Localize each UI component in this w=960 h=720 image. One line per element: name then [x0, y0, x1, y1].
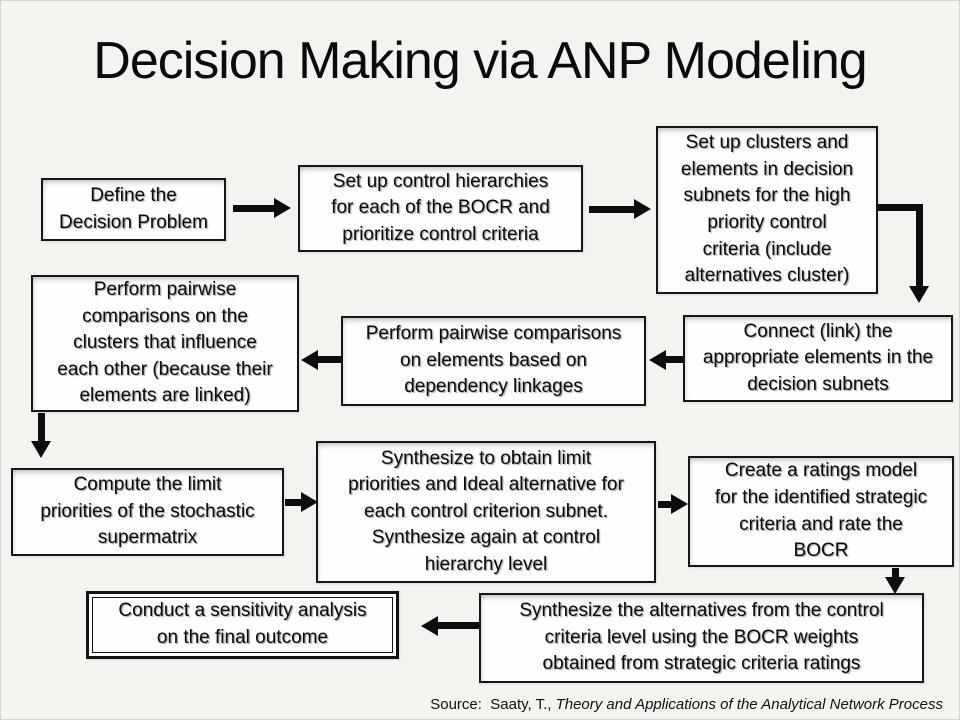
arrow-pairwise-clusters-to-compute-shaft	[38, 413, 45, 443]
arrow-hierarchies-to-clusters-head	[634, 199, 651, 219]
arrow-alternatives-to-sensitivity-shaft	[436, 622, 479, 629]
arrow-clusters-to-connect-head	[909, 286, 929, 303]
source-book-title: Theory and Applications of the Analytica…	[555, 696, 943, 713]
step-setup-clusters: Set up clusters and elements in decision…	[656, 126, 878, 294]
arrow-pairwise-elements-to-clusters-shaft	[317, 356, 341, 363]
source-citation: Source: Saaty, T., Theory and Applicatio…	[430, 696, 943, 713]
step-setup-control-hierarchies: Set up control hierarchies for each of t…	[298, 165, 583, 252]
step-compute-limit-priorities: Compute the limit priorities of the stoc…	[11, 468, 284, 556]
arrow-pairwise-elements-to-clusters-head	[301, 350, 318, 370]
arrow-synthesize-to-ratings-shaft	[658, 501, 673, 508]
arrow-connect-to-pairwise-elements-shaft	[664, 356, 683, 363]
arrow-ratings-to-alternatives-head	[885, 577, 905, 594]
step-pairwise-clusters: Perform pairwise comparisons on the clus…	[31, 275, 299, 412]
arrow-define-to-hierarchies-shaft	[233, 205, 275, 212]
step-connect-elements: Connect (link) the appropriate elements …	[683, 315, 953, 402]
arrow-compute-to-synthesize-shaft	[285, 499, 303, 506]
arrow-define-to-hierarchies-head	[274, 198, 291, 218]
source-prefix: Source: Saaty, T.,	[430, 696, 556, 713]
arrow-hierarchies-to-clusters-shaft	[589, 206, 635, 213]
step-sensitivity-analysis-frame: Conduct a sensitivity analysis on the fi…	[86, 591, 399, 659]
step-define-problem: Define the Decision Problem	[41, 178, 226, 241]
step-synthesize-alternatives: Synthesize the alternatives from the con…	[479, 593, 924, 683]
arrow-clusters-to-connect-vshaft	[916, 204, 923, 288]
arrow-synthesize-to-ratings-head	[671, 494, 688, 514]
arrow-pairwise-clusters-to-compute-head	[31, 441, 51, 458]
step-sensitivity-analysis: Conduct a sensitivity analysis on the fi…	[92, 597, 393, 653]
arrow-compute-to-synthesize-head	[301, 492, 318, 512]
arrow-alternatives-to-sensitivity-head	[421, 616, 438, 636]
step-create-ratings-model: Create a ratings model for the identifie…	[688, 456, 954, 567]
step-pairwise-elements: Perform pairwise comparisons on elements…	[341, 316, 646, 406]
arrow-connect-to-pairwise-elements-head	[649, 350, 666, 370]
slide-title: Decision Making via ANP Modeling	[93, 32, 867, 90]
arrow-ratings-to-alternatives-shaft	[892, 568, 899, 579]
step-synthesize-limit: Synthesize to obtain limit priorities an…	[316, 441, 656, 583]
arrow-clusters-to-connect-hshaft	[878, 204, 923, 211]
